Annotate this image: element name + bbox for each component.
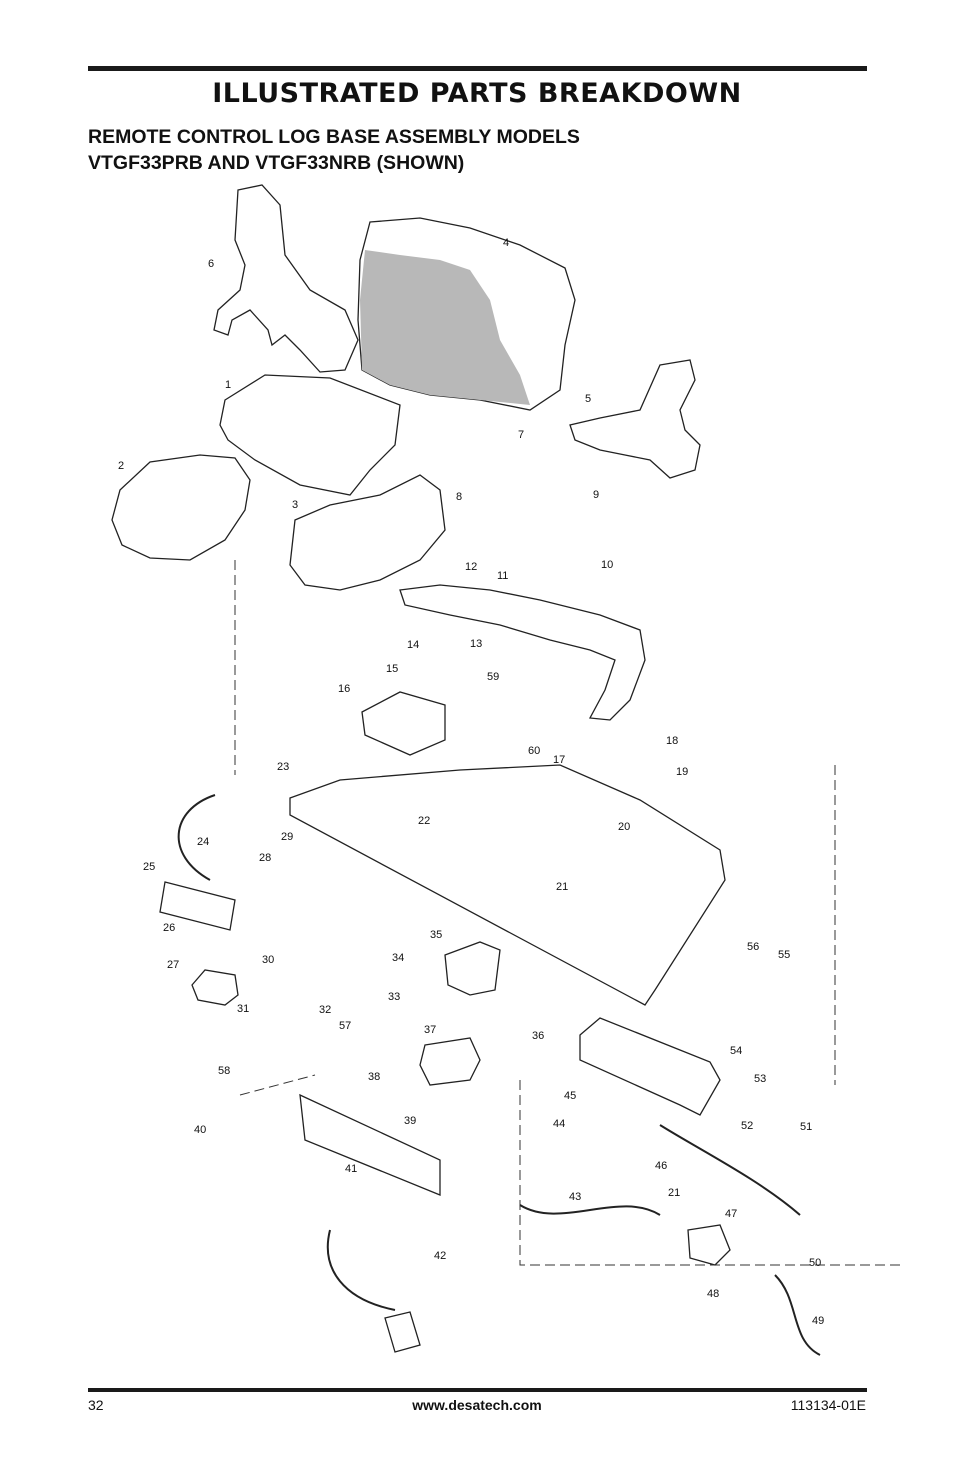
- callout-11: 11: [497, 570, 508, 582]
- manifold-45-shape: [579, 1017, 721, 1116]
- callout-18: 18: [666, 735, 678, 747]
- website-link[interactable]: www.desatech.com: [412, 1397, 542, 1413]
- callout-42: 42: [434, 1250, 446, 1262]
- callout-16: 16: [338, 683, 350, 695]
- hose-42: [326, 1229, 396, 1311]
- callout-5: 5: [585, 393, 591, 405]
- pipe-50: [659, 1124, 801, 1216]
- callout-21: 21: [668, 1187, 680, 1199]
- page-title: ILLUSTRATED PARTS BREAKDOWN: [212, 78, 742, 109]
- callout-56: 56: [747, 941, 759, 953]
- valve-37-shape: [419, 1037, 481, 1086]
- callout-54: 54: [730, 1045, 742, 1057]
- callout-20: 20: [618, 821, 630, 833]
- wall-switch-25-shape: [159, 881, 236, 931]
- document-number: 113134-01E: [790, 1397, 866, 1413]
- page-subtitle: REMOTE CONTROL LOG BASE ASSEMBLY MODELS …: [88, 124, 580, 176]
- callout-23: 23: [277, 761, 289, 773]
- callout-52: 52: [741, 1120, 753, 1132]
- module-16-shape: [361, 691, 446, 756]
- callout-28: 28: [259, 852, 271, 864]
- callout-24: 24: [197, 836, 209, 848]
- callout-36: 36: [532, 1030, 544, 1042]
- burner-12-shape: [399, 584, 646, 721]
- log-6-shape: [213, 184, 359, 373]
- callout-3: 3: [292, 499, 298, 511]
- callout-33: 33: [388, 991, 400, 1003]
- callout-2: 2: [118, 460, 124, 472]
- callout-6: 6: [208, 258, 214, 270]
- log-3-shape: [289, 474, 446, 591]
- dash-line-3: [239, 1074, 316, 1096]
- dash-line-4: [519, 1080, 905, 1266]
- callout-51: 51: [800, 1121, 812, 1133]
- callout-57: 57: [339, 1020, 351, 1032]
- callout-17: 17: [553, 754, 565, 766]
- base-pan-23-shape: [289, 764, 726, 1006]
- bracket-35-shape: [444, 941, 501, 996]
- log-5-shape: [569, 359, 701, 479]
- callout-30: 30: [262, 954, 274, 966]
- callout-1: 1: [225, 379, 231, 391]
- callout-26: 26: [163, 922, 175, 934]
- callout-21: 21: [556, 881, 568, 893]
- plug-42-shape: [384, 1311, 421, 1353]
- callout-55: 55: [778, 949, 790, 961]
- callout-31: 31: [237, 1003, 249, 1015]
- log-1-shape: [219, 374, 401, 496]
- callout-9: 9: [593, 489, 599, 501]
- callout-13: 13: [470, 638, 482, 650]
- callout-27: 27: [167, 959, 179, 971]
- page-number: 32: [88, 1397, 104, 1413]
- callout-29: 29: [281, 831, 293, 843]
- callout-8: 8: [456, 491, 462, 503]
- callout-35: 35: [430, 929, 442, 941]
- hoses-and-wires: [177, 794, 821, 1356]
- callout-44: 44: [553, 1118, 565, 1130]
- hose-49: [774, 1274, 821, 1356]
- callout-12: 12: [465, 561, 477, 573]
- pipe-43: [519, 1204, 661, 1216]
- callout-37: 37: [424, 1024, 436, 1036]
- callout-49: 49: [812, 1315, 824, 1327]
- callout-43: 43: [569, 1191, 581, 1203]
- log-4-shade: [360, 250, 530, 405]
- callout-32: 32: [319, 1004, 331, 1016]
- callout-47: 47: [725, 1208, 737, 1220]
- callout-14: 14: [407, 639, 419, 651]
- callout-39: 39: [404, 1115, 416, 1127]
- callout-25: 25: [143, 861, 155, 873]
- callout-10: 10: [601, 559, 613, 571]
- callout-7: 7: [518, 429, 524, 441]
- callout-50: 50: [809, 1257, 821, 1269]
- callout-46: 46: [655, 1160, 667, 1172]
- leader-lines: [234, 560, 905, 1266]
- callout-58: 58: [218, 1065, 230, 1077]
- callout-40: 40: [194, 1124, 206, 1136]
- callout-45: 45: [564, 1090, 576, 1102]
- callout-15: 15: [386, 663, 398, 675]
- regulator-47-shape: [687, 1224, 731, 1266]
- callout-53: 53: [754, 1073, 766, 1085]
- top-rule: [88, 66, 867, 71]
- wire-24: [177, 794, 216, 881]
- callout-60: 60: [528, 745, 540, 757]
- callout-34: 34: [392, 952, 404, 964]
- log-2-shape: [111, 454, 251, 561]
- bottom-rule: [88, 1388, 867, 1392]
- panel-39-shape: [299, 1093, 441, 1196]
- callout-4: 4: [503, 237, 509, 249]
- subtitle-line-1: REMOTE CONTROL LOG BASE ASSEMBLY MODELS: [88, 126, 580, 148]
- callout-19: 19: [676, 766, 688, 778]
- callout-41: 41: [345, 1163, 357, 1175]
- callout-22: 22: [418, 815, 430, 827]
- subtitle-line-2: VTGF33PRB AND VTGF33NRB (SHOWN): [88, 152, 465, 174]
- callout-59: 59: [487, 671, 499, 683]
- diagram-artwork: [111, 184, 731, 1353]
- remote-31-shape: [191, 969, 239, 1006]
- callout-38: 38: [368, 1071, 380, 1083]
- callout-48: 48: [707, 1288, 719, 1300]
